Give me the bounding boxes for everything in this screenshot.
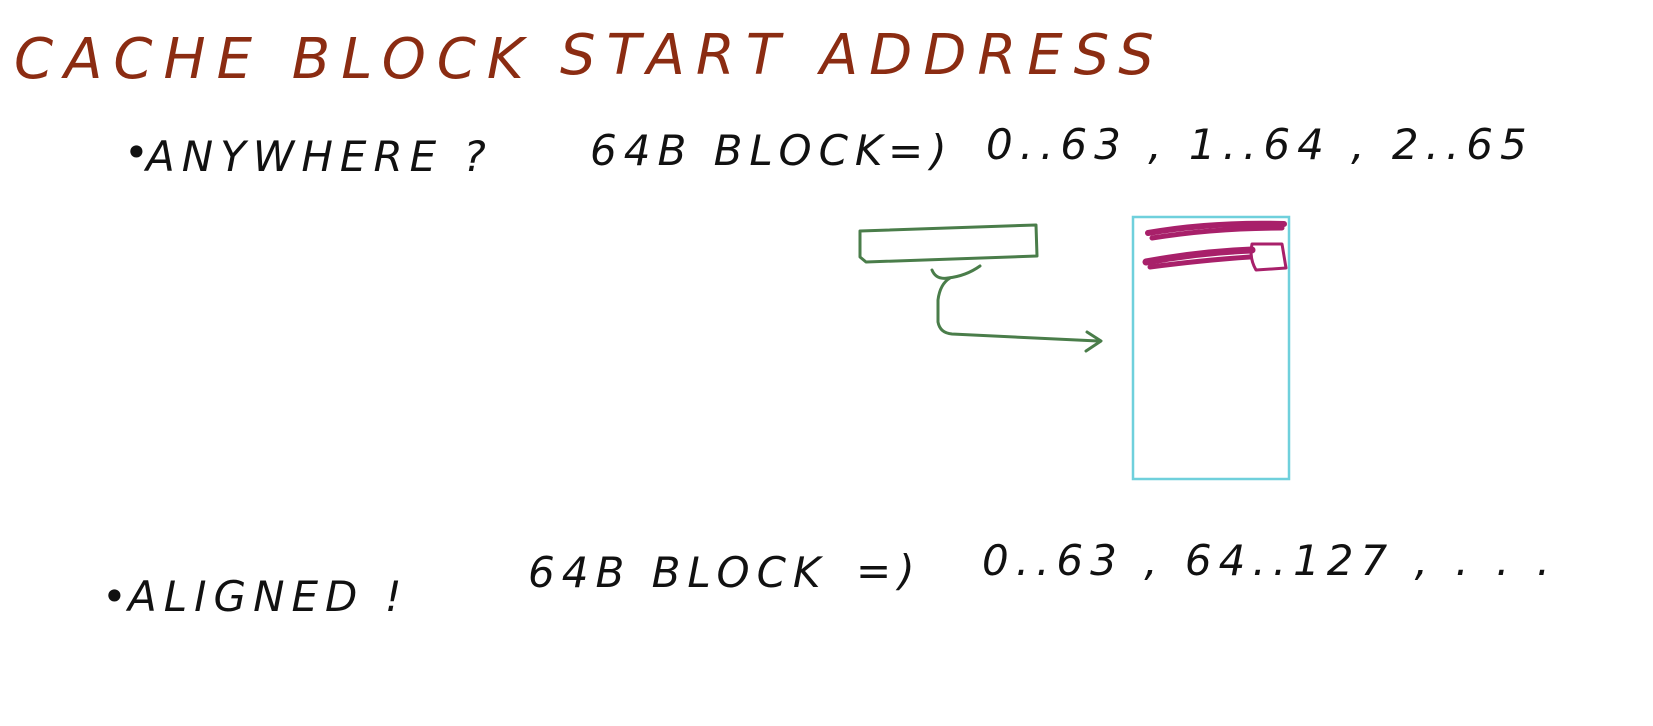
title-start-address: START ADDRESS <box>560 23 1165 88</box>
cache-line-2-tail <box>1249 242 1288 272</box>
block-to-cache-arrow <box>936 276 1100 343</box>
arrow-head <box>1084 330 1103 353</box>
title-cache-block: CACHE BLOCK <box>14 27 535 92</box>
anywhere-block-size: 64B BLOCK <box>590 126 890 175</box>
data-block-outline <box>858 223 1039 264</box>
anywhere-ranges: 0..63 , 1..64 , 2..65 <box>986 120 1534 169</box>
anywhere-label: ANYWHERE ? <box>146 132 493 181</box>
cache-line-2-hatch <box>1147 254 1253 270</box>
cache-lines <box>1142 220 1288 272</box>
aligned-bullet: • <box>102 572 134 621</box>
data-block-sketch <box>858 223 1103 353</box>
anywhere-bullet: • <box>124 128 156 177</box>
aligned-arrow: =) <box>856 546 922 595</box>
cache-line-2 <box>1142 246 1256 266</box>
anywhere-arrow: =) <box>888 126 954 175</box>
cache-line-1 <box>1145 220 1287 236</box>
cache-line-1-hatch <box>1149 225 1285 241</box>
cache-outline <box>1131 215 1291 481</box>
aligned-ranges: 0..63 , 64..127 , . . . <box>982 536 1558 585</box>
aligned-block-size: 64B BLOCK <box>528 548 828 597</box>
aligned-label: ALIGNED ! <box>128 572 409 621</box>
block-brace <box>930 264 982 280</box>
